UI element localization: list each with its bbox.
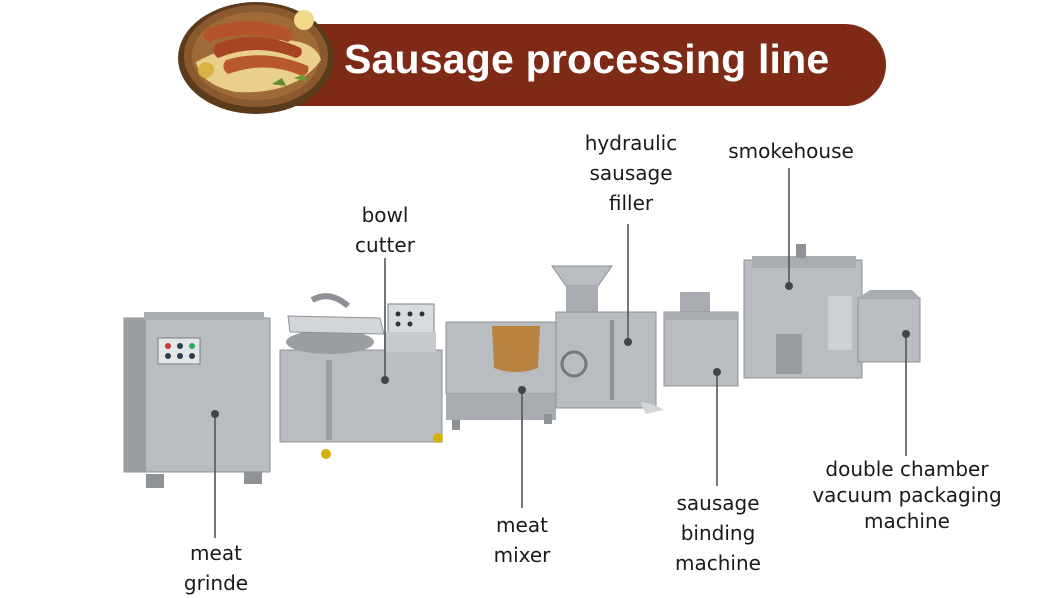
label-line: binding (680, 521, 756, 545)
label-line: meat (190, 541, 242, 565)
label-line: cutter (355, 233, 415, 257)
smokehouse-machine (743, 244, 863, 379)
meat-grinder-machine (123, 312, 271, 488)
title-banner (228, 24, 886, 106)
meat-mixer-machine (445, 321, 557, 430)
sausage-plate-icon (178, 2, 334, 114)
label-line: sausage (589, 161, 673, 185)
label-line: machine (864, 509, 950, 533)
label-sausage-binding: sausage binding machine (660, 488, 776, 578)
label-meat-grinder: meat grinde (160, 538, 272, 598)
page-title: Sausage processing line (344, 36, 830, 82)
label-line: grinde (183, 571, 249, 595)
vacuum-packaging-machine-unit (857, 290, 921, 363)
label-line: double chamber (825, 457, 989, 481)
label-vacuum-packaging: double chamber vacuum packaging machine (800, 456, 1014, 534)
label-line: smokehouse (728, 139, 854, 163)
label-line: machine (675, 551, 761, 575)
hydraulic-sausage-filler-machine (551, 265, 664, 414)
label-bowl-cutter: bowl cutter (330, 200, 440, 260)
label-hydraulic-filler: hydraulic sausage filler (566, 128, 696, 218)
label-meat-mixer: meat mixer (466, 510, 578, 570)
bowl-cutter-machine (279, 293, 443, 459)
label-line: vacuum packaging (812, 483, 1002, 507)
label-line: meat (496, 513, 548, 537)
sausage-binding-machine-unit (663, 292, 739, 387)
label-smokehouse: smokehouse (720, 136, 862, 166)
label-line: hydraulic (584, 131, 678, 155)
label-line: filler (608, 191, 654, 215)
label-line: mixer (493, 543, 551, 567)
label-line: sausage (676, 491, 760, 515)
label-line: bowl (361, 203, 409, 227)
